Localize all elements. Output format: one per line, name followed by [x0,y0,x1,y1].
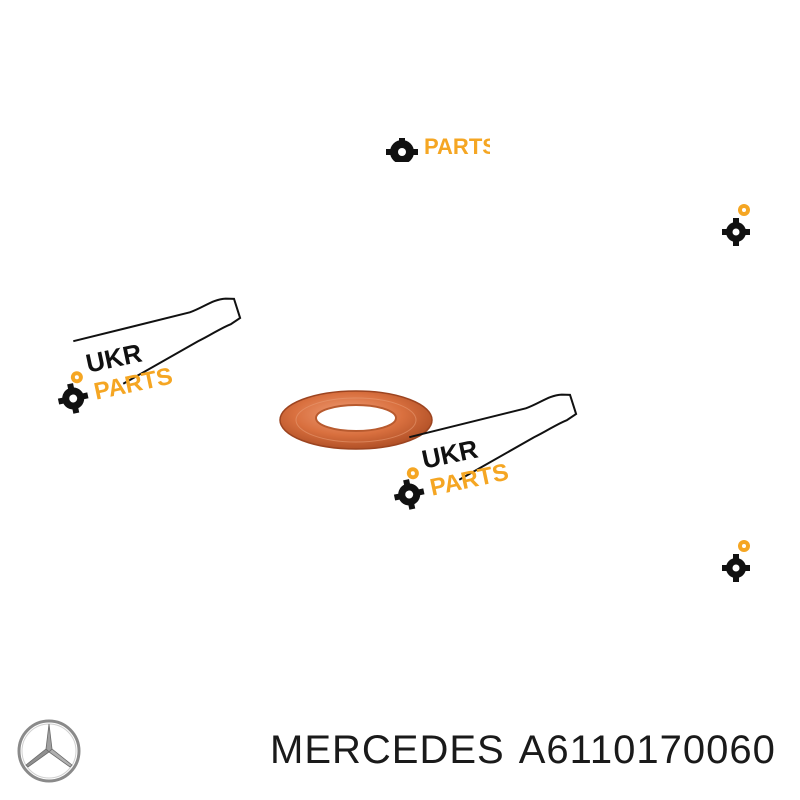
ukr-parts-watermark: UKR PARTS [57,297,242,414]
footer: MERCEDES A6110170060 [0,712,800,792]
svg-text:PARTS: PARTS [424,138,490,159]
watermark-right-partial-2 [716,534,756,586]
watermark-top-partial: PARTS [380,138,490,162]
gear-icon [722,204,750,246]
watermark-center: UKR PARTS [384,393,594,510]
part-caption: MERCEDES A6110170060 [270,722,790,778]
copper-washer-image [279,390,433,450]
watermark-right-partial-1 [716,198,756,250]
gear-icon [393,467,425,510]
gear-icon [722,540,750,582]
mercedes-star-logo [17,719,81,783]
ukr-parts-watermark: UKR PARTS [393,393,578,510]
brand-name: MERCEDES [270,728,505,772]
watermark-left: UKR PARTS [48,297,258,414]
gear-icon [57,371,89,414]
part-number: A6110170060 [518,728,776,772]
gear-icon [386,138,418,162]
ukr-parts-watermark: PARTS [386,138,490,162]
